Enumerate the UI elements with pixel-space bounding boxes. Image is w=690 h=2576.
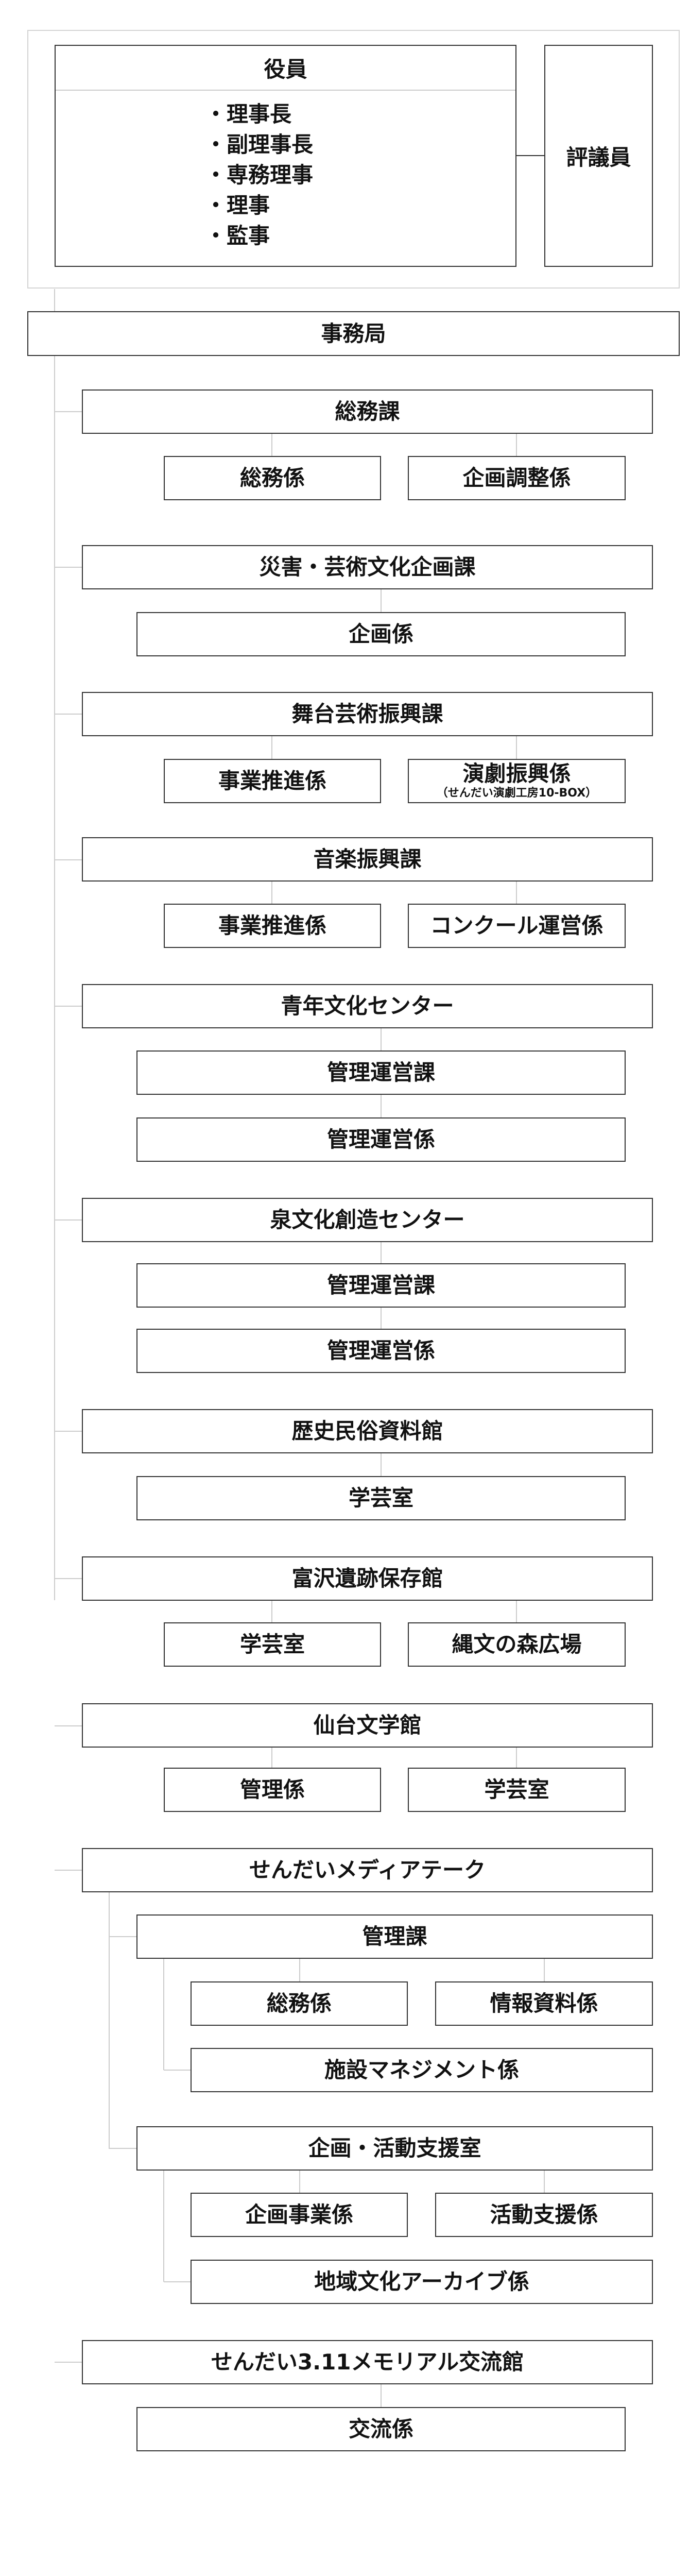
- subunit-box: 企画調整係: [408, 456, 626, 500]
- subunit-box: 事業推進係: [164, 904, 381, 948]
- officers-title: 役員: [56, 46, 515, 91]
- council-box: 評議員: [544, 45, 653, 267]
- subunit-box: 学芸室: [408, 1768, 626, 1812]
- section-box: 管理課: [136, 1914, 653, 1959]
- connector-line: [516, 1601, 517, 1623]
- connector-line: [109, 2148, 136, 2149]
- connector-line: [544, 2171, 545, 2193]
- officer-item: 理事: [205, 191, 515, 222]
- connector-line: [516, 1748, 517, 1768]
- connector-line: [55, 411, 82, 412]
- connector-line: [55, 1219, 82, 1221]
- subunit-box: 縄文の森広場: [408, 1622, 626, 1667]
- subunit-box: 管理運営係: [136, 1117, 626, 1162]
- officer-item: 監事: [205, 222, 515, 252]
- subunit-box: 学芸室: [136, 1476, 626, 1520]
- subunit-label: 演劇振興係: [462, 761, 571, 786]
- connector-line: [271, 1748, 272, 1768]
- subunit-box: 活動支援係: [435, 2193, 653, 2237]
- subunit-box: 管理係: [164, 1768, 381, 1812]
- unit-box: 舞台芸術振興課: [82, 692, 653, 736]
- section-box: 企画・活動支援室: [136, 2126, 653, 2171]
- connector-line: [516, 155, 544, 156]
- unit-box: せんだい3.11メモリアル交流館: [82, 2340, 653, 2384]
- connector-line: [299, 2171, 300, 2193]
- subunit-box: 学芸室: [164, 1622, 381, 1667]
- unit-box: 歴史民俗資料館: [82, 1409, 653, 1453]
- connector-line: [381, 2384, 382, 2407]
- subunit-box: 管理運営課: [136, 1263, 626, 1308]
- connector-line: [164, 2281, 191, 2282]
- connector-line: [163, 1959, 164, 2070]
- connector-line: [55, 2362, 82, 2363]
- unit-box: 青年文化センター: [82, 984, 653, 1028]
- officer-item: 副理事長: [205, 130, 515, 161]
- subunit-box: 管理運営課: [136, 1050, 626, 1095]
- connector-line: [55, 1006, 82, 1007]
- subunit-box: 管理運営係: [136, 1329, 626, 1373]
- subunit-box: 演劇振興係 （せんだい演劇工房10-BOX）: [408, 759, 626, 803]
- officer-item: 専務理事: [205, 161, 515, 191]
- connector-line: [164, 2070, 191, 2071]
- connector-line: [55, 1578, 82, 1579]
- unit-box: 音楽振興課: [82, 837, 653, 882]
- connector-line: [163, 2171, 164, 2282]
- connector-line: [109, 1892, 110, 2149]
- governance-group: [27, 30, 680, 289]
- officers-box: 役員 理事長 副理事長 専務理事 理事 監事: [55, 45, 516, 267]
- unit-box: 泉文化創造センター: [82, 1198, 653, 1242]
- subunit-box: 企画係: [136, 612, 626, 656]
- connector-line: [271, 882, 272, 904]
- subunit-box: 情報資料係: [435, 1981, 653, 2026]
- connector-line: [271, 1601, 272, 1623]
- subunit-box: 交流係: [136, 2407, 626, 2451]
- connector-line: [55, 714, 82, 715]
- subunit-box: 事業推進係: [164, 759, 381, 803]
- officer-item: 理事長: [205, 100, 515, 130]
- secretariat-box: 事務局: [27, 311, 680, 356]
- connector-line: [55, 1725, 82, 1726]
- unit-box: 富沢遺跡保存館: [82, 1556, 653, 1601]
- unit-box: 総務課: [82, 389, 653, 434]
- connector-line: [55, 1431, 82, 1432]
- connector-line: [271, 736, 272, 759]
- unit-box: 災害・芸術文化企画課: [82, 545, 653, 589]
- connector-line: [55, 859, 82, 860]
- main-trunk-line: [54, 289, 55, 1600]
- officers-list: 理事長 副理事長 専務理事 理事 監事: [56, 91, 515, 252]
- connector-line: [271, 434, 272, 456]
- connector-line: [55, 1870, 82, 1871]
- connector-line: [381, 589, 382, 612]
- connector-line: [516, 434, 517, 456]
- connector-line: [516, 736, 517, 759]
- unit-box: せんだいメディアテーク: [82, 1848, 653, 1892]
- subunit-box: 総務係: [164, 456, 381, 500]
- subunit-box: 地域文化アーカイブ係: [191, 2260, 653, 2304]
- subunit-note: （せんだい演劇工房10-BOX）: [436, 787, 597, 800]
- connector-line: [299, 1959, 300, 1981]
- connector-line: [55, 567, 82, 568]
- connector-line: [516, 882, 517, 904]
- subunit-box: 施設マネジメント係: [191, 2048, 653, 2092]
- subunit-box: 企画事業係: [191, 2193, 408, 2237]
- subunit-box: 総務係: [191, 1981, 408, 2026]
- connector-line: [381, 1453, 382, 1476]
- connector-line: [544, 1959, 545, 1981]
- subunit-box: コンクール運営係: [408, 904, 626, 948]
- unit-box: 仙台文学館: [82, 1703, 653, 1748]
- connector-line: [109, 1936, 136, 1937]
